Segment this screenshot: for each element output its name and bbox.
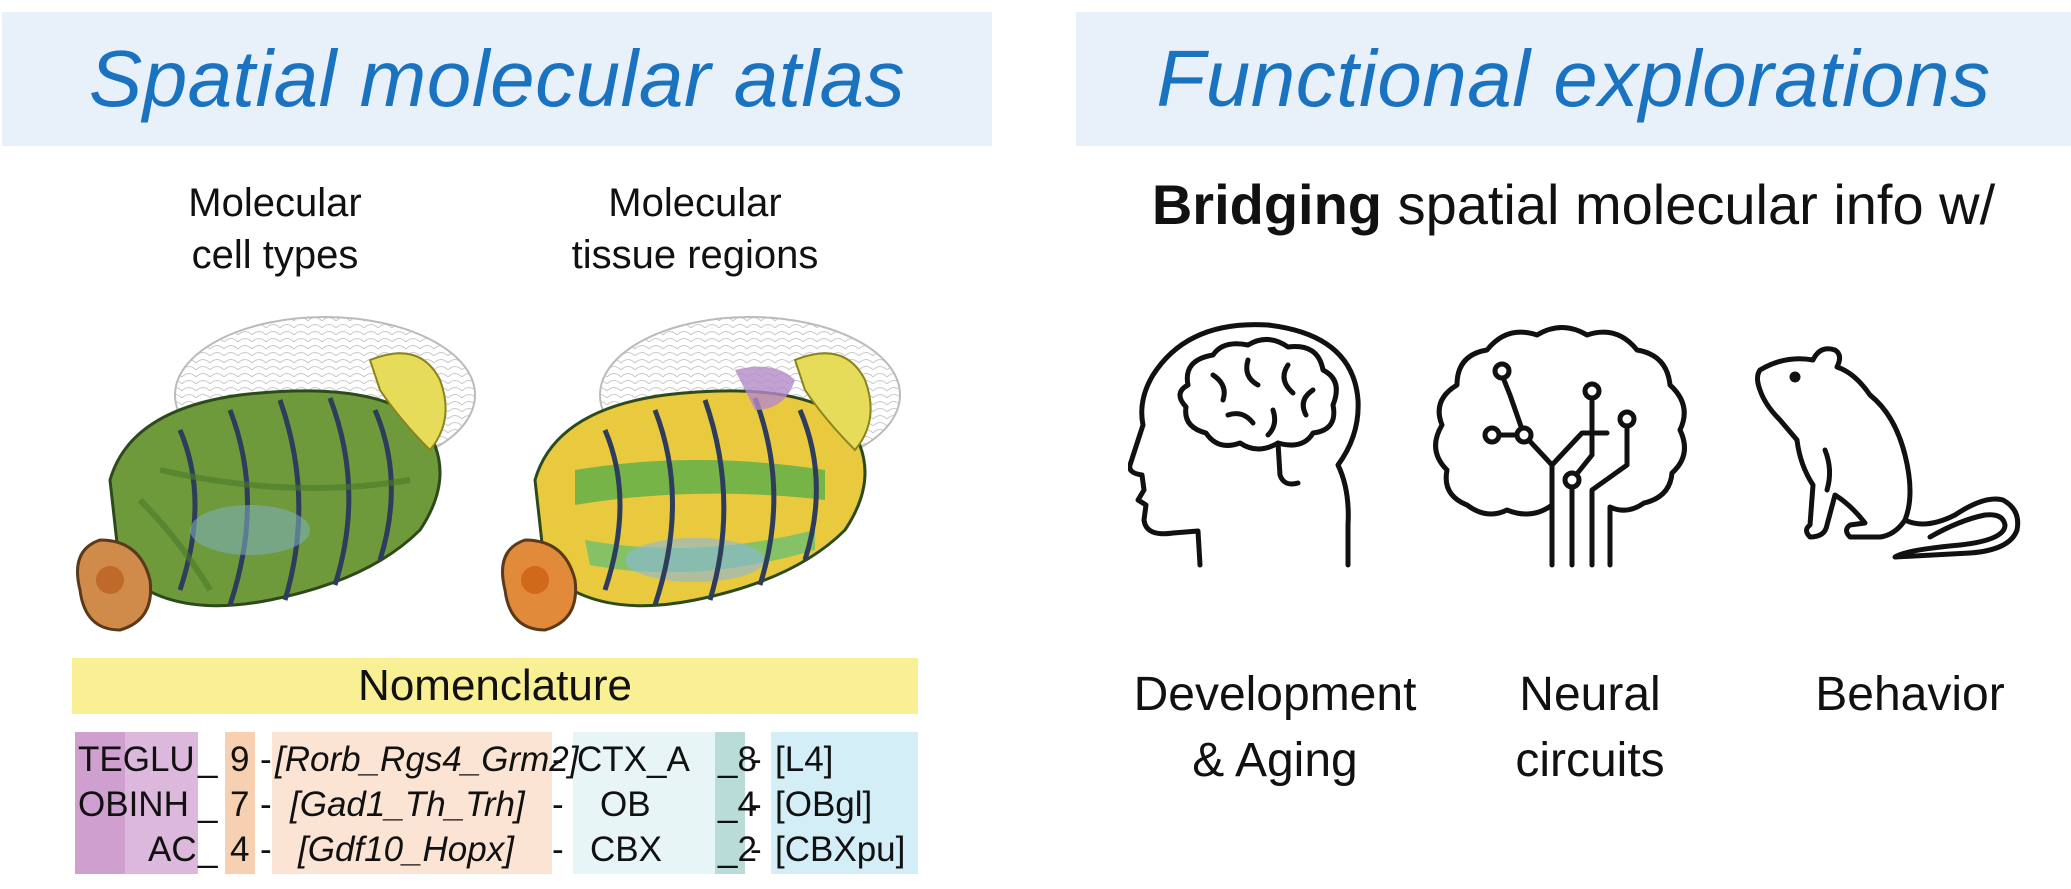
nomenclature-title: Nomenclature — [358, 661, 632, 710]
cell-types-label: Molecular cell types — [105, 177, 445, 281]
nomenclature-header: Nomenclature — [72, 658, 918, 714]
row1-region: CTX_A — [577, 740, 690, 779]
genes-color-block — [272, 732, 552, 874]
neural-circuits-line2: circuits — [1515, 734, 1665, 787]
cell-types-label-line1: Molecular — [188, 181, 362, 225]
tissue-regions-label-line2: tissue regions — [571, 233, 819, 277]
region-color-block — [573, 732, 715, 874]
row2-dash1: - — [260, 785, 272, 824]
row1-subregion: _8 — [718, 740, 757, 779]
row2-dash2: - — [552, 785, 564, 824]
row2-class: OBINH — [78, 785, 189, 824]
row1-dash3: - — [750, 740, 762, 779]
layer-color-block — [771, 732, 918, 874]
right-title: Functional explorations — [1156, 34, 1991, 123]
row1-genes: [Rorb_Rgs4_Grm2] — [275, 740, 579, 779]
development-aging-caption: Development & Aging — [1100, 662, 1450, 794]
row3-number: 4 — [230, 830, 250, 869]
mouse-icon — [1755, 346, 2021, 560]
row3-region: CBX — [590, 830, 662, 869]
row3-dash3: - — [750, 830, 762, 869]
tissue-regions-label-line1: Molecular — [608, 181, 782, 225]
row1-class: TEGLU — [78, 740, 195, 779]
subregion-color-block — [715, 732, 745, 874]
row1-dash1: - — [260, 740, 272, 779]
number-color-block — [225, 732, 255, 874]
brain-tissue-regions-image — [501, 316, 901, 632]
bridging-rest: spatial molecular info w/ — [1382, 173, 1996, 236]
neural-circuits-caption: Neural circuits — [1440, 662, 1740, 794]
head-brain-icon — [1128, 322, 1361, 568]
row2-layer: [OBgl] — [775, 785, 873, 824]
development-aging-line2: & Aging — [1192, 734, 1358, 787]
cell-types-label-line2: cell types — [191, 233, 359, 277]
row1-layer: [L4] — [775, 740, 834, 779]
row3-sep: _ — [198, 830, 218, 869]
row2-dash3: - — [750, 785, 762, 824]
left-title: Spatial molecular atlas — [88, 34, 906, 123]
tissue-regions-label: Molecular tissue regions — [525, 177, 865, 281]
right-banner: Functional explorations — [1076, 12, 2071, 146]
row1-number: 9 — [230, 740, 250, 779]
development-aging-line1: Development — [1133, 668, 1417, 721]
bridging-bold: Bridging — [1151, 173, 1383, 236]
row3-class: AC — [148, 830, 197, 869]
row1-sep: _ — [198, 740, 218, 779]
row2-subregion: _4 — [718, 785, 757, 824]
neural-circuits-line1: Neural — [1519, 668, 1661, 721]
row3-layer: [CBXpu] — [775, 830, 906, 869]
row3-dash1: - — [260, 830, 272, 869]
row2-number: 7 — [230, 785, 250, 824]
left-banner: Spatial molecular atlas — [2, 12, 992, 146]
bridging-heading: Bridging spatial molecular info w/ — [1076, 172, 2071, 237]
row3-dash2: - — [552, 830, 564, 869]
brain-cell-types-image — [76, 316, 476, 632]
row2-region: OB — [600, 785, 651, 824]
brain-circuit-icon — [1433, 325, 1687, 568]
behavior-caption: Behavior — [1760, 662, 2060, 728]
class-color-block-dark — [75, 732, 125, 874]
row2-genes: [Gad1_Th_Trh] — [290, 785, 525, 824]
row2-sep: _ — [198, 785, 218, 824]
row3-subregion: _2 — [718, 830, 757, 869]
behavior-line1: Behavior — [1815, 668, 2005, 721]
row3-genes: [Gdf10_Hopx] — [298, 830, 514, 869]
row1-dash2: - — [552, 740, 564, 779]
